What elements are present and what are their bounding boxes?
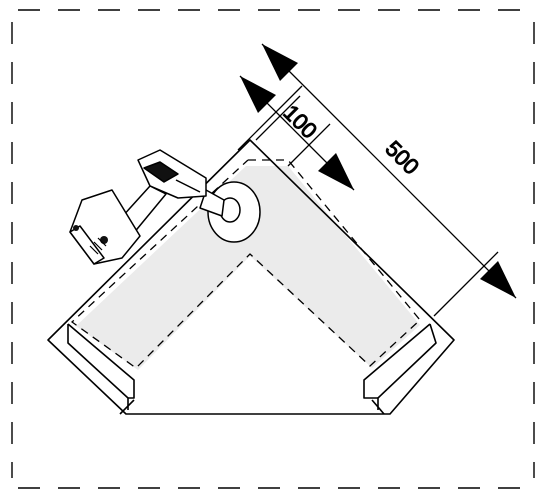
cut-lines — [70, 159, 421, 369]
dimension-label-500: 500 — [380, 136, 424, 180]
wall-frame — [11, 9, 535, 489]
cordless-drill-icon — [69, 149, 261, 265]
cut-area — [76, 166, 420, 370]
dimension-label-100: 100 — [278, 100, 322, 144]
cabinet-outline — [47, 139, 455, 415]
